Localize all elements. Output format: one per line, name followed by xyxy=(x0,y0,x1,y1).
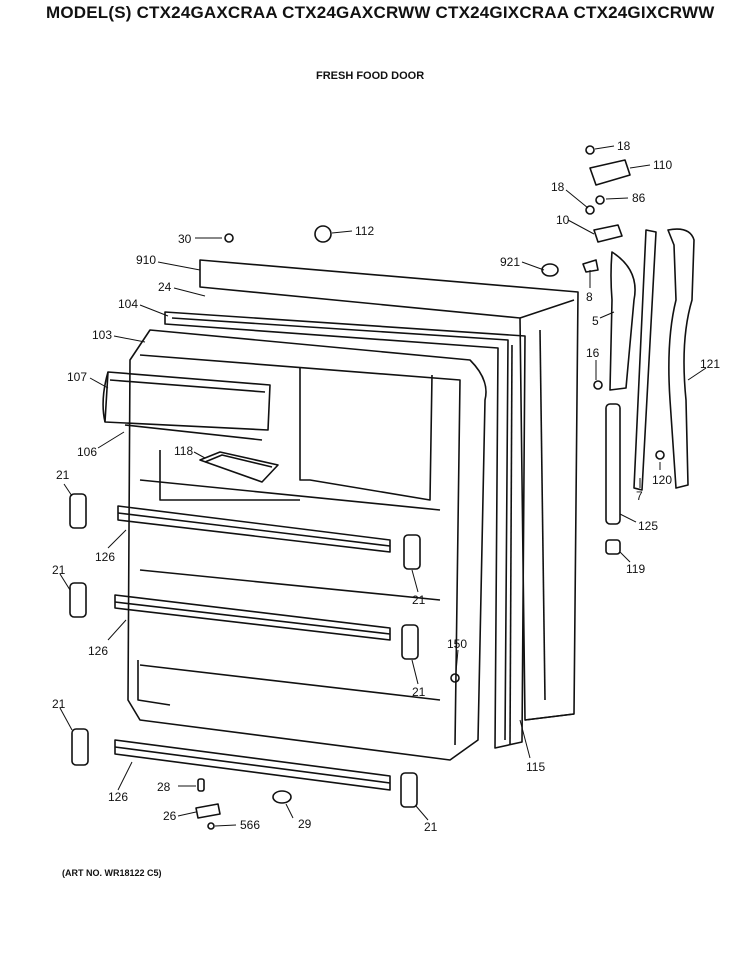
shelf-bar-upper xyxy=(117,505,391,553)
callout-104: 104 xyxy=(118,297,138,311)
leader-lines xyxy=(59,145,707,827)
door-stop-bracket xyxy=(609,251,636,391)
shelf-end-cap-left-1 xyxy=(69,493,87,529)
callout-21: 21 xyxy=(56,468,70,482)
callout-21: 21 xyxy=(412,685,426,699)
callout-16: 16 xyxy=(586,346,600,360)
callout-28: 28 xyxy=(157,780,171,794)
callout-103: 103 xyxy=(92,328,112,342)
diagram-title: FRESH FOOD DOOR xyxy=(316,70,425,82)
callout-86: 86 xyxy=(632,191,646,205)
shelf-end-cap-left-3 xyxy=(71,728,89,766)
callout-126: 126 xyxy=(108,790,128,804)
callout-30: 30 xyxy=(178,232,192,246)
model-list-heading: MODEL(S) CTX24GAXCRAA CTX24GAXCRWW CTX24… xyxy=(46,3,715,22)
screw-icon xyxy=(450,673,460,683)
screw-icon xyxy=(655,450,665,460)
callout-126: 126 xyxy=(88,644,108,658)
callout-150: 150 xyxy=(447,637,467,651)
art-number: (ART NO. WR18122 C5) xyxy=(62,868,162,878)
callout-921: 921 xyxy=(500,255,520,269)
callout-112: 112 xyxy=(355,224,374,238)
callout-26: 26 xyxy=(163,809,177,823)
callout-18: 18 xyxy=(617,139,631,153)
plug-icon xyxy=(314,225,332,243)
shelf-end-cap-right-2 xyxy=(401,624,419,660)
door-handle xyxy=(667,228,695,489)
door-inner-liner xyxy=(127,329,487,761)
screw-icon xyxy=(585,205,595,215)
shelf-end-cap-left-2 xyxy=(69,582,87,618)
roller-icon xyxy=(272,790,292,804)
hinge-pin-icon xyxy=(605,539,621,555)
callout-29: 29 xyxy=(298,817,312,831)
screw-icon xyxy=(593,380,603,390)
callout-115: 115 xyxy=(526,760,545,774)
lower-hinge-cover xyxy=(605,403,621,525)
screw-icon xyxy=(207,822,215,830)
callout-107: 107 xyxy=(67,370,87,384)
callout-125: 125 xyxy=(638,519,658,533)
callout-5: 5 xyxy=(592,314,599,328)
pin-icon xyxy=(197,778,205,792)
screw-icon xyxy=(224,233,234,243)
callout-18: 18 xyxy=(551,180,565,194)
callout-121: 121 xyxy=(700,357,720,371)
butter-tray xyxy=(199,451,279,483)
bracket-plate-icon xyxy=(195,803,221,819)
callout-7: 7 xyxy=(636,489,643,503)
callout-118: 118 xyxy=(174,444,193,458)
door-outer-panel xyxy=(199,259,579,721)
callout-24: 24 xyxy=(158,280,172,294)
callout-21: 21 xyxy=(52,563,66,577)
callout-126: 126 xyxy=(95,550,115,564)
callout-21: 21 xyxy=(424,820,438,834)
dairy-compartment-door xyxy=(102,371,271,441)
shelf-end-cap-right-3 xyxy=(400,772,418,808)
callout-21: 21 xyxy=(412,593,426,607)
shelf-bar-middle xyxy=(114,594,391,641)
callout-566: 566 xyxy=(240,818,260,832)
screw-icon xyxy=(595,195,605,205)
callout-8: 8 xyxy=(586,290,593,304)
callout-119: 119 xyxy=(626,562,645,576)
shelf-end-cap-right-1 xyxy=(403,534,421,570)
shelf-bar-lower xyxy=(114,739,391,791)
callout-910: 910 xyxy=(136,253,156,267)
callout-120: 120 xyxy=(652,473,672,487)
cap-icon xyxy=(541,263,559,277)
top-hinge-assembly xyxy=(582,159,631,273)
callout-106: 106 xyxy=(77,445,97,459)
callout-10: 10 xyxy=(556,213,570,227)
screw-icon xyxy=(585,145,595,155)
handle-trim xyxy=(633,229,657,491)
callout-110: 110 xyxy=(653,158,672,172)
callout-21: 21 xyxy=(52,697,66,711)
door-gasket-frame xyxy=(164,311,526,749)
callout-labels: 18 110 18 86 10 30 112 910 921 24 8 104 … xyxy=(52,139,720,834)
